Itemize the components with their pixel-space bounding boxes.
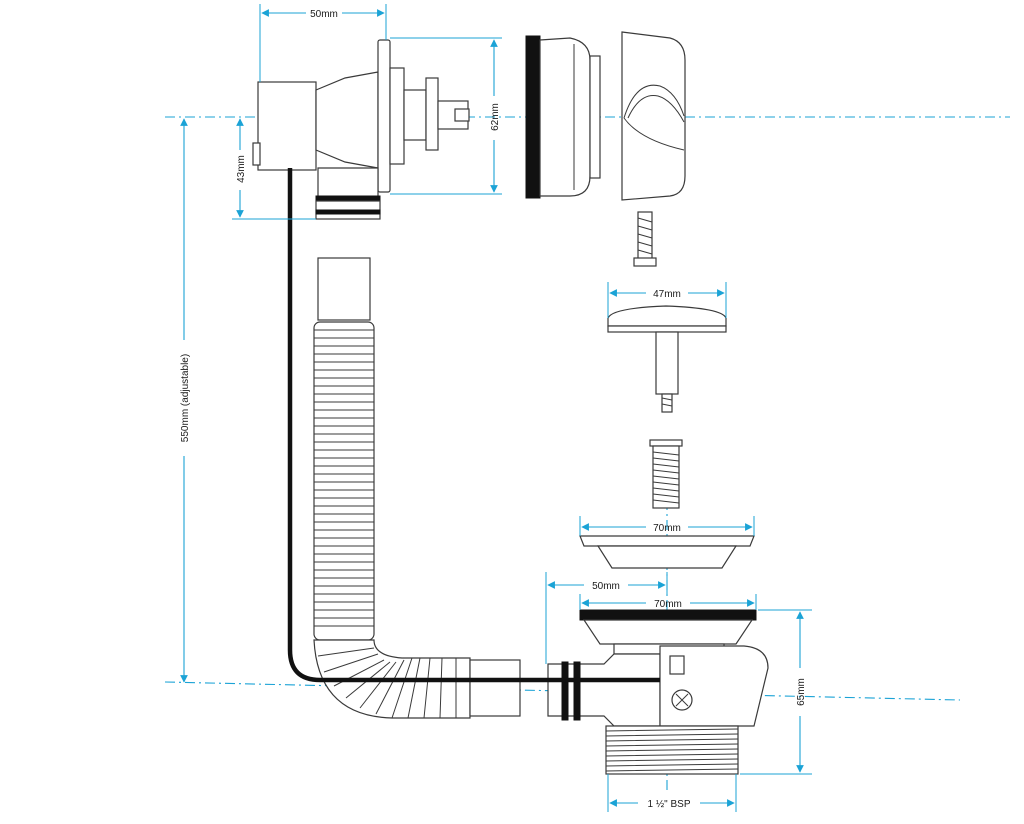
dimension-flange-diameter-label: 70mm	[653, 523, 681, 534]
dimension-overflow-offset: 43mm	[232, 118, 316, 220]
overflow-cover	[621, 31, 686, 201]
control-cable	[287, 168, 660, 683]
dimension-flange-diameter: 70mm	[579, 516, 755, 536]
threaded-spindle	[649, 439, 683, 509]
dimension-waste-height-label: 65mm	[796, 678, 807, 706]
dimension-overflow-offset-label: 43mm	[236, 155, 247, 183]
flexible-hose	[313, 257, 521, 719]
pop-up-plug	[607, 305, 727, 413]
dimension-outlet-offset: 50mm	[545, 572, 668, 664]
dimension-thread: 1 ½" BSP	[607, 774, 737, 812]
dimension-total-height: 550mm (adjustable)	[180, 118, 191, 683]
dimension-thread-label: 1 ½" BSP	[647, 799, 690, 810]
dimension-plug-diameter-label: 47mm	[653, 289, 681, 300]
dimension-total-height-label: 550mm (adjustable)	[180, 354, 191, 442]
dimension-overflow-height-label: 62mm	[490, 103, 501, 131]
dimension-overflow-width-label: 50mm	[310, 9, 338, 20]
cover-screw	[633, 211, 657, 267]
overflow-back-plate	[539, 37, 601, 197]
dimension-waste-height: 65mm	[740, 609, 812, 775]
dimension-body-top-diameter-label: 70mm	[654, 599, 682, 610]
outlet-centerline	[164, 681, 961, 701]
dimension-overflow-height: 62mm	[390, 37, 502, 195]
overflow-body	[252, 39, 470, 220]
dimension-outlet-offset-label: 50mm	[592, 581, 620, 592]
dimension-body-top-diameter: 70mm	[579, 594, 757, 610]
waste-body	[547, 609, 769, 775]
overflow-gasket	[525, 35, 541, 199]
dimension-overflow-width: 50mm	[259, 4, 387, 82]
dimension-plug-diameter: 47mm	[607, 282, 727, 318]
waste-flange	[579, 535, 755, 569]
